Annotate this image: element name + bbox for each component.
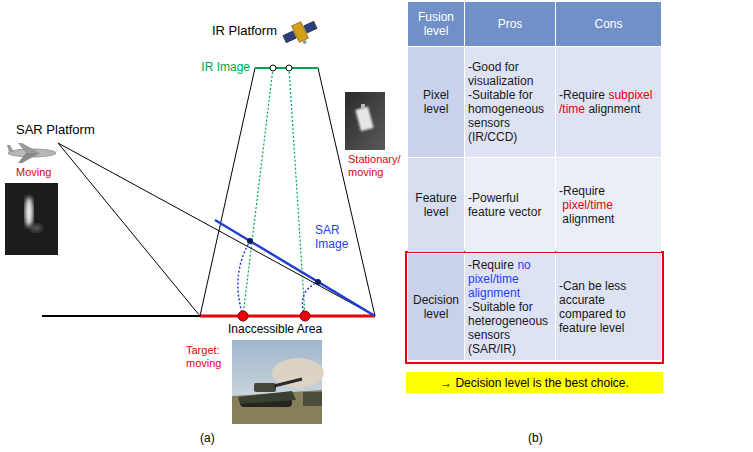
table-header-cell: Pros xyxy=(465,2,555,46)
table-cell: Feature level xyxy=(408,158,464,252)
target-signature xyxy=(355,107,373,132)
platform-label: SAR Platform xyxy=(16,123,95,138)
cell-line-group: -Requireno pixel/time alignment xyxy=(468,258,552,300)
image-label: SAR Image xyxy=(315,224,355,252)
cell-line-group: -Suitable for homogeneous sensors (IR/CC… xyxy=(468,88,552,144)
cell-text: alignment xyxy=(562,212,614,226)
cell-line-group: Pros xyxy=(468,17,552,31)
target-point xyxy=(238,311,248,321)
cell-text: Cons xyxy=(594,17,622,31)
target-label: Target: moving xyxy=(186,344,230,369)
cell-line-group: Decision level xyxy=(411,293,461,321)
cell-line-group: Feature level xyxy=(411,191,461,219)
ir-projection xyxy=(289,68,305,316)
sar-image-chip xyxy=(5,183,58,255)
photo-ground xyxy=(232,390,322,424)
cell-text: -Powerful feature vector xyxy=(468,191,541,219)
cell-line-group: -Powerful feature vector xyxy=(468,191,552,219)
table-header-cell: Cons xyxy=(556,2,661,46)
cell-text: Decision level xyxy=(413,293,459,321)
motion-label: Stationary/ moving xyxy=(348,153,406,178)
cell-line-group: -Can be less accurate compared to featur… xyxy=(559,279,658,335)
cell-text: Fusion level xyxy=(418,10,454,38)
cell-text: -Require xyxy=(559,184,605,198)
table-cell: -Good for visualization-Suitable for hom… xyxy=(465,47,555,157)
ir-image-chip xyxy=(345,92,385,150)
target-shadow xyxy=(30,224,42,232)
ir-projection xyxy=(243,68,273,316)
cell-line-group: -Requiresubpixel /timealignment xyxy=(559,88,658,116)
image-point xyxy=(315,279,321,285)
platform-label: IR Platform xyxy=(212,24,277,39)
cell-text: -Can be less accurate compared to featur… xyxy=(559,279,626,335)
image-label: IR Image xyxy=(196,61,250,75)
table-cell: Decision level xyxy=(408,254,464,360)
dust-cloud xyxy=(272,358,324,388)
ir-beam xyxy=(200,68,255,316)
target-point xyxy=(300,311,310,321)
panel-tag: (b) xyxy=(528,432,543,446)
conclusion-banner: → Decision level is the best choice. xyxy=(406,372,663,393)
wing xyxy=(18,153,40,163)
target-signature xyxy=(361,104,365,109)
table-cell: -Requireno pixel/time alignment-Suitable… xyxy=(465,254,555,360)
table-cell: -Powerful feature vector xyxy=(465,158,555,252)
cell-line-group: Pixel level xyxy=(411,88,461,116)
sar-beam xyxy=(58,143,375,316)
cell-line-group: Fusion level xyxy=(411,10,461,38)
cell-text: alignment xyxy=(588,102,640,116)
solar-panel xyxy=(304,21,317,33)
tank-hull xyxy=(238,391,296,404)
second-tank xyxy=(303,392,322,406)
table-cell: Pixel level xyxy=(408,47,464,157)
ground-line xyxy=(42,315,200,317)
image-point xyxy=(270,65,276,71)
panel-tag: (a) xyxy=(200,432,215,446)
table-cell: -Can be less accurate compared to featur… xyxy=(556,254,661,360)
sensor-lens xyxy=(302,39,307,44)
tank-photo xyxy=(232,340,324,424)
tank-turret xyxy=(254,383,276,392)
sar-image-plane xyxy=(215,220,375,316)
cell-text: -Require xyxy=(559,88,605,102)
banner-text: → Decision level is the best choice. xyxy=(440,376,629,390)
inaccessible-ground xyxy=(200,315,375,318)
table-cell: -Requiresubpixel /timealignment xyxy=(556,47,661,157)
sar-beam xyxy=(58,143,200,316)
wing xyxy=(18,143,40,153)
cell-line-group: -Requirepixel/timealignment xyxy=(559,184,658,226)
cell-text: -Require xyxy=(468,258,514,272)
cell-text: -Good for visualization xyxy=(468,60,533,88)
tank-barrel xyxy=(274,379,302,386)
cell-text: Feature level xyxy=(415,191,456,219)
cell-text: -Suitable for homogeneous sensors (IR/CC… xyxy=(468,88,544,144)
cell-line-group: -Suitable for heterogeneous sensors (SAR… xyxy=(468,300,552,356)
aircraft-icon xyxy=(7,143,56,163)
highlight-frame xyxy=(406,252,663,363)
cell-line-group: Cons xyxy=(559,17,658,31)
cell-text: Pros xyxy=(498,17,523,31)
tail xyxy=(7,145,14,152)
image-point xyxy=(286,65,292,71)
cell-text: Pixel level xyxy=(423,88,449,116)
solar-panel xyxy=(283,31,296,43)
cell-line-group: -Good for visualization xyxy=(468,60,552,88)
highlighted-text: pixel/time xyxy=(562,198,613,212)
sar-projection xyxy=(238,241,250,316)
target-return xyxy=(25,197,33,227)
cell-text: -Suitable for heterogeneous sensors (SAR… xyxy=(468,300,548,356)
area-label: Inaccessible Area xyxy=(228,323,322,337)
table-cell: -Requirepixel/timealignment xyxy=(556,158,661,252)
motion-label: Moving xyxy=(16,166,51,179)
image-point xyxy=(247,238,253,244)
table-header-cell: Fusion level xyxy=(408,2,464,46)
satellite-icon xyxy=(281,17,321,51)
